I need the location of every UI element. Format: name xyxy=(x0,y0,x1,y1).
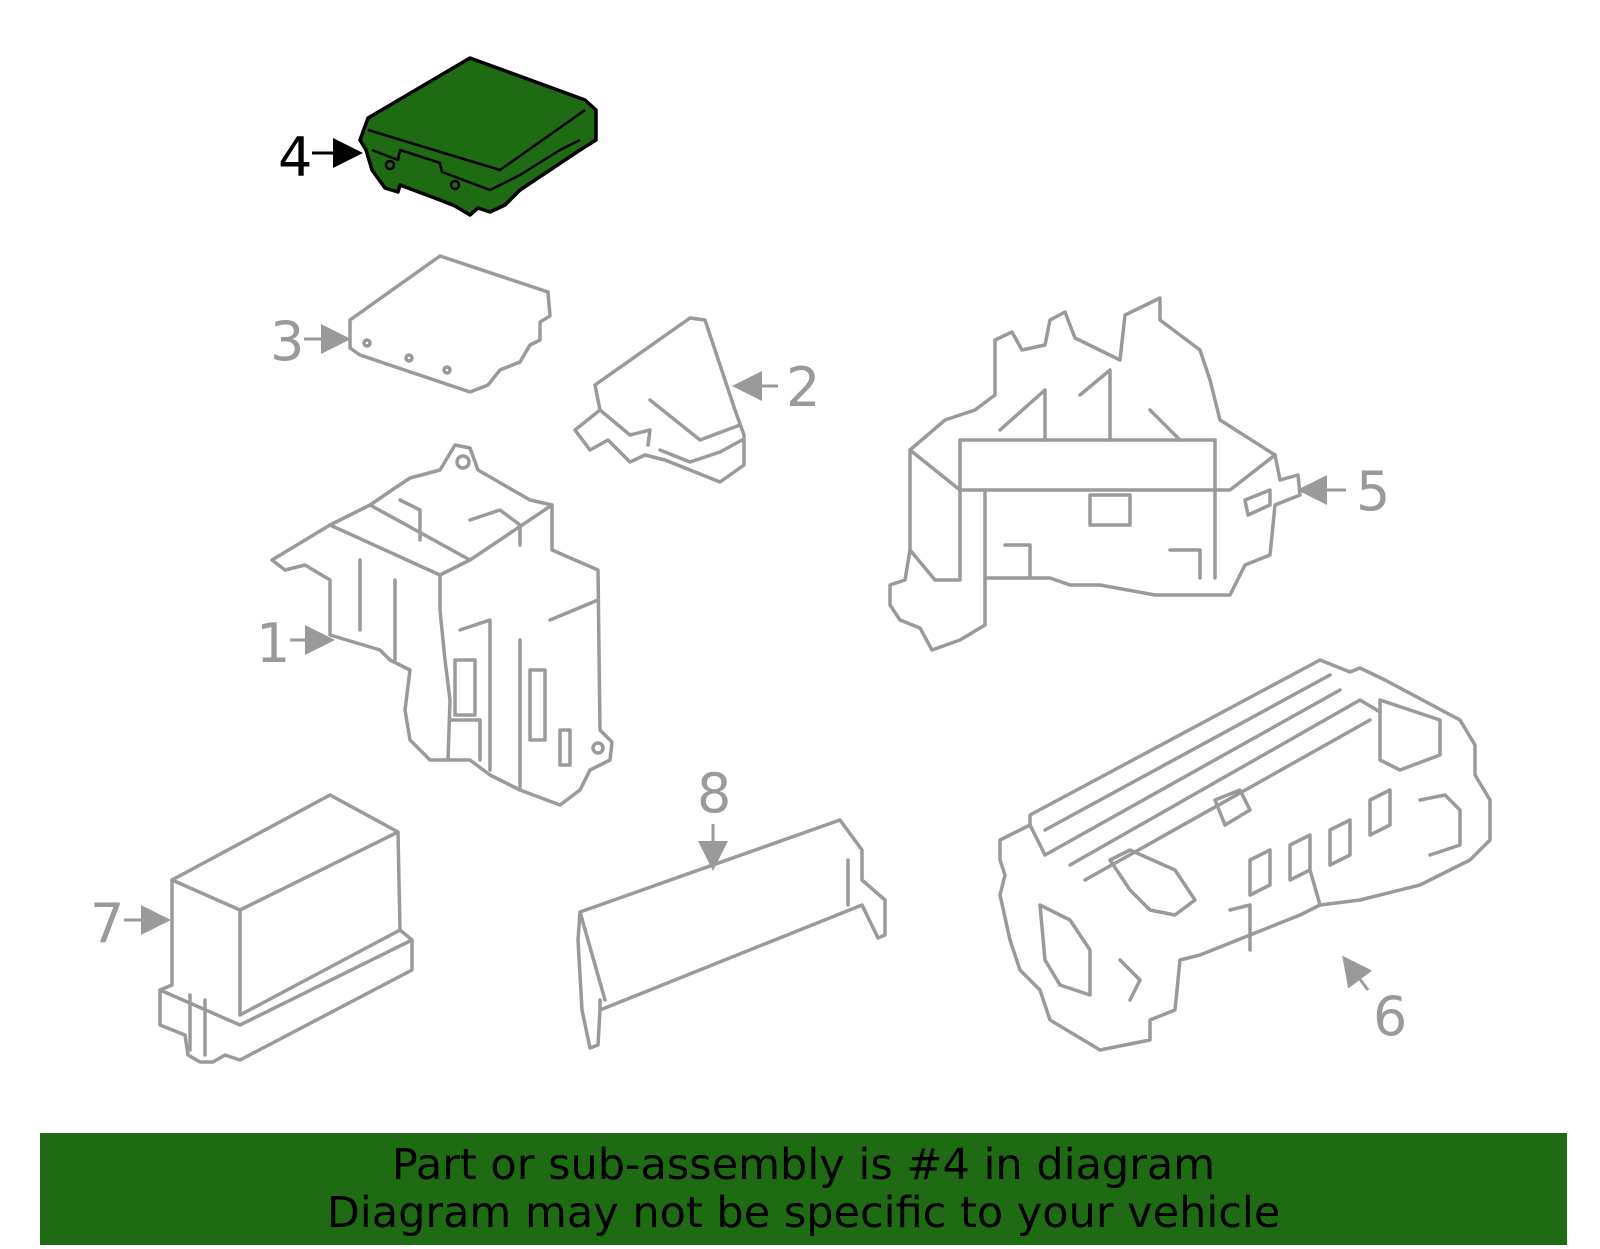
callout-1-label: 1 xyxy=(256,612,290,675)
part-5-housing[interactable] xyxy=(888,296,1302,652)
part-7-relay[interactable] xyxy=(158,793,414,1064)
part-4-cover[interactable] xyxy=(358,56,598,217)
callout-3-label: 3 xyxy=(270,310,304,373)
callout-5-label: 5 xyxy=(1356,460,1390,523)
banner-line-2: Diagram may not be specific to your vehi… xyxy=(326,1188,1281,1238)
callout-5[interactable]: 5 xyxy=(1297,460,1390,523)
callout-3[interactable]: 3 xyxy=(270,310,351,373)
callout-4[interactable]: 4 xyxy=(278,126,363,189)
callout-8-label: 8 xyxy=(697,762,731,825)
callout-6[interactable]: 6 xyxy=(1342,955,1407,1048)
callout-1[interactable]: 1 xyxy=(256,612,335,675)
callout-4-label: 4 xyxy=(278,126,312,189)
part-6-fuse-block[interactable] xyxy=(998,658,1492,1052)
callout-6-label: 6 xyxy=(1373,985,1407,1048)
part-2-cover[interactable] xyxy=(573,316,746,484)
callout-7[interactable]: 7 xyxy=(90,892,171,955)
info-banner: Part or sub-assembly is #4 in diagram Di… xyxy=(40,1133,1567,1245)
banner-line-1: Part or sub-assembly is #4 in diagram xyxy=(391,1140,1216,1190)
callout-2-label: 2 xyxy=(786,356,820,419)
part-8-cover[interactable] xyxy=(576,818,887,1050)
part-3-cover[interactable] xyxy=(348,254,552,394)
callout-7-label: 7 xyxy=(90,892,124,955)
callout-2[interactable]: 2 xyxy=(732,356,820,419)
part-1-fuse-box-frame[interactable] xyxy=(270,443,614,807)
callout-8[interactable]: 8 xyxy=(697,762,731,871)
